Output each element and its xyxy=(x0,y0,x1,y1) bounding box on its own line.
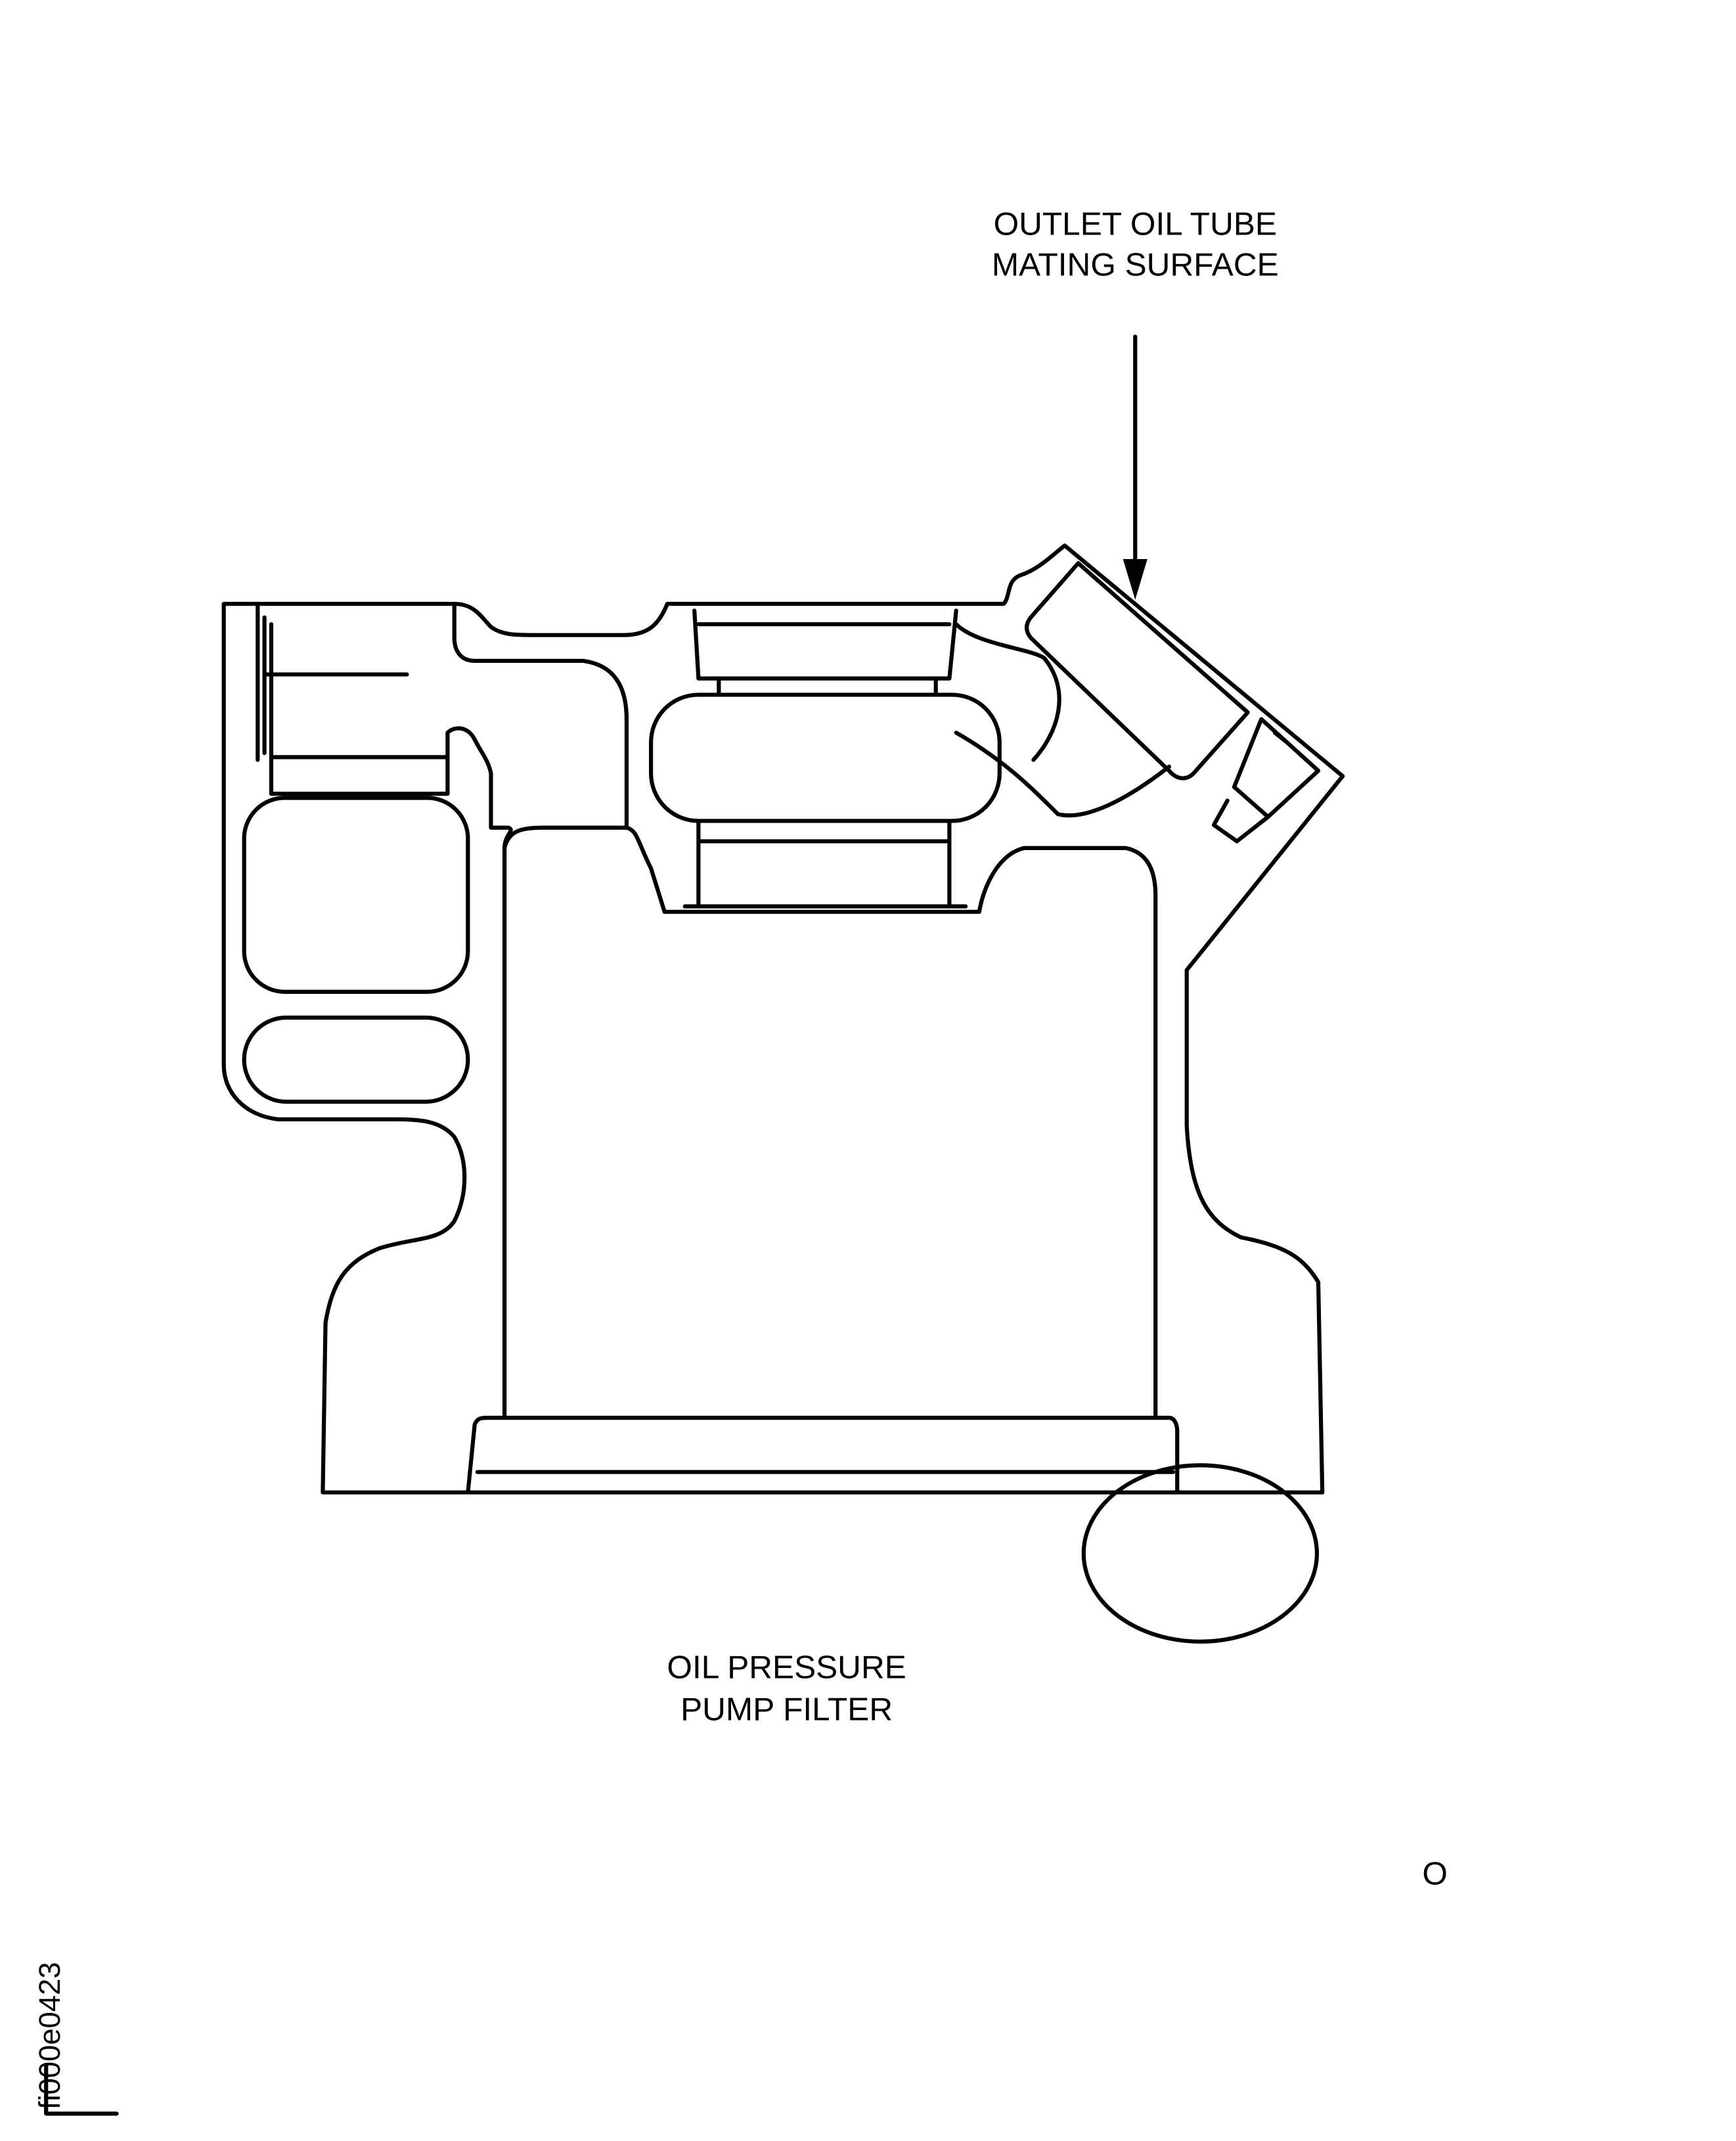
filter-label-line2: PUMP FILTER xyxy=(680,1691,893,1728)
upper-chamber xyxy=(649,692,1002,823)
outlet-label-line2: MATING SURFACE xyxy=(992,246,1279,283)
left-chamber-large xyxy=(242,796,470,994)
figure-id-text: fi000e0423 xyxy=(33,1962,66,2109)
outlet-label-line1: OUTLET OIL TUBE xyxy=(994,206,1277,242)
filter-callout-circle xyxy=(1081,1463,1320,1644)
upper-bushing-bottom xyxy=(682,819,968,909)
figure-id: fi000e0423 xyxy=(33,1962,119,2116)
housing-outline xyxy=(221,543,1345,1495)
bottom-bushing xyxy=(466,1416,1180,1495)
outlet-branch-channel xyxy=(954,622,1171,818)
top-left-channel xyxy=(262,602,629,1420)
central-bore-walls xyxy=(502,825,1158,1420)
top-left-cavity-upper xyxy=(269,622,450,796)
corner-mark: O xyxy=(1422,1855,1448,1891)
upper-bushing-top xyxy=(692,608,958,681)
left-chamber-small xyxy=(242,1015,470,1104)
outlet-fitting xyxy=(1211,717,1321,844)
filter-label-line1: OIL PRESSURE xyxy=(667,1649,906,1686)
outlet-tube-seat xyxy=(1025,561,1250,780)
figure-id-bracket xyxy=(44,2062,119,2116)
leader-arrow-head xyxy=(1123,559,1147,600)
